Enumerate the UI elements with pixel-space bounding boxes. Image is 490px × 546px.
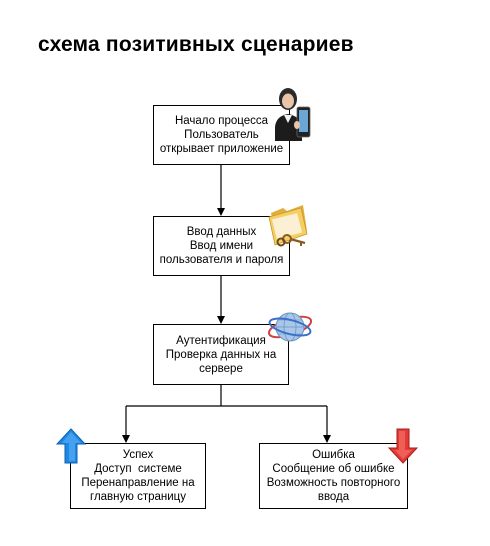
node-success-line-4: главную страницу <box>90 491 186 503</box>
node-input-line-3: пользователя и пароля <box>159 254 284 266</box>
node-start-line-2: Пользователь <box>184 129 259 141</box>
node-auth: Аутентификация Проверка данных на сервер… <box>153 324 289 385</box>
node-input-line-1: Ввод данных <box>186 226 257 238</box>
node-error: Ошибка Сообщение об ошибке Возможность п… <box>259 443 408 509</box>
node-success: Успех Доступ системе Перенаправление на … <box>70 443 206 509</box>
node-error-line-3: Возможность повторного <box>266 477 401 489</box>
red-down-arrow-icon <box>388 428 418 464</box>
node-auth-line-1: Аутентификация <box>176 334 266 347</box>
blue-up-arrow-icon <box>56 428 86 464</box>
folder-keys-icon <box>268 205 308 247</box>
globe-network-icon <box>267 312 313 342</box>
node-auth-line-2: Проверка данных на <box>165 348 277 361</box>
node-error-line-2: Сообщение об ошибке <box>272 463 395 475</box>
node-start-line-1: Начало процесса <box>174 115 269 127</box>
user-with-phone-icon <box>275 88 311 141</box>
node-input-line-2: Ввод имени <box>189 240 254 252</box>
node-start: Начало процесса Пользователь открывает п… <box>153 105 290 165</box>
node-error-line-1: Ошибка <box>312 449 355 461</box>
node-auth-line-3: сервере <box>199 362 243 375</box>
node-start-line-3: открывает приложение <box>159 143 284 155</box>
page-title: схема позитивных сценариев <box>38 33 354 56</box>
node-success-line-2: Доступ системе <box>94 463 182 475</box>
node-input: Ввод данных Ввод имени пользователя и па… <box>153 216 290 276</box>
node-success-line-3: Перенаправление на <box>81 477 195 489</box>
node-success-line-1: Успех <box>122 449 154 461</box>
node-error-line-4: ввода <box>317 491 350 503</box>
